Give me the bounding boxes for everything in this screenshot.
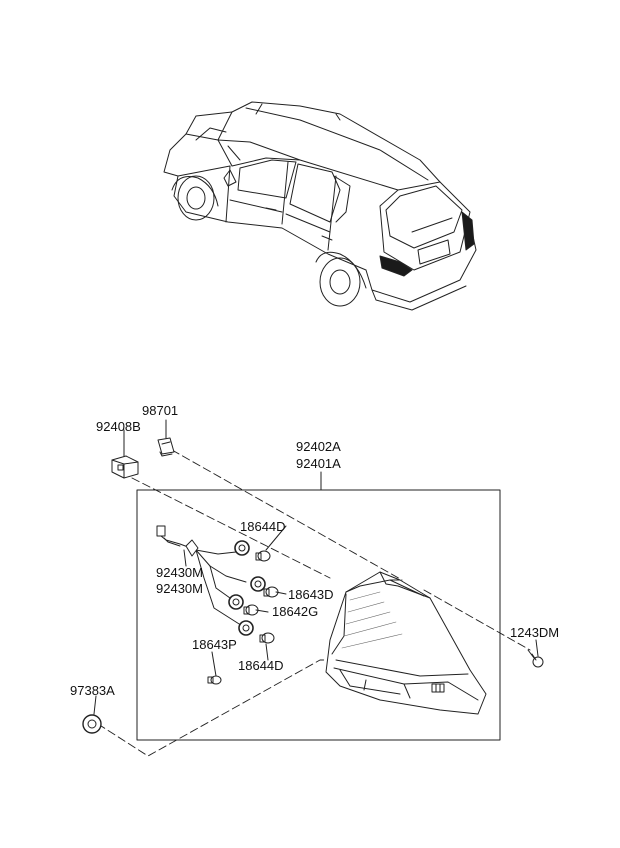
label-18643D: 18643D bbox=[288, 587, 334, 602]
label-92430M-2: 92430M bbox=[156, 581, 203, 596]
screw-1243DM bbox=[527, 649, 544, 668]
socket-2 bbox=[250, 576, 266, 592]
dash-1243DM bbox=[423, 589, 531, 651]
dash-98701 bbox=[171, 449, 403, 581]
label-98701: 98701 bbox=[142, 403, 179, 418]
dash-92408B bbox=[131, 477, 331, 579]
grommet-97383A bbox=[82, 714, 102, 734]
bulb-18644D-lower bbox=[259, 632, 275, 644]
tail-lamp-assembly bbox=[325, 571, 487, 715]
car-tail-lamp-left bbox=[379, 255, 413, 277]
vehicle-illustration bbox=[163, 101, 477, 311]
socket-4 bbox=[238, 620, 254, 636]
socket-1 bbox=[234, 540, 250, 556]
label-92430M-1: 92430M bbox=[156, 565, 203, 580]
bulb-18644D-upper bbox=[255, 550, 271, 562]
label-18643P: 18643P bbox=[192, 637, 237, 652]
socket-3 bbox=[228, 594, 244, 610]
clip-98701 bbox=[157, 437, 175, 457]
label-1243DM: 1243DM bbox=[510, 625, 560, 640]
car-tail-lamp-right bbox=[461, 211, 475, 251]
label-92402A: 92402A bbox=[296, 439, 341, 454]
label-18644D-lower: 18644D bbox=[238, 658, 284, 673]
assembly-box bbox=[136, 489, 501, 741]
label-97383A: 97383A bbox=[70, 683, 115, 698]
label-92408B: 92408B bbox=[96, 419, 141, 434]
bulb-18643P bbox=[207, 675, 222, 685]
dash-97383A bbox=[97, 659, 346, 757]
label-92401A: 92401A bbox=[296, 456, 341, 471]
bracket-92408B bbox=[111, 455, 139, 479]
bulb-18643D bbox=[263, 586, 279, 598]
label-18642G: 18642G bbox=[272, 604, 319, 619]
label-18644D-upper: 18644D bbox=[240, 519, 286, 534]
